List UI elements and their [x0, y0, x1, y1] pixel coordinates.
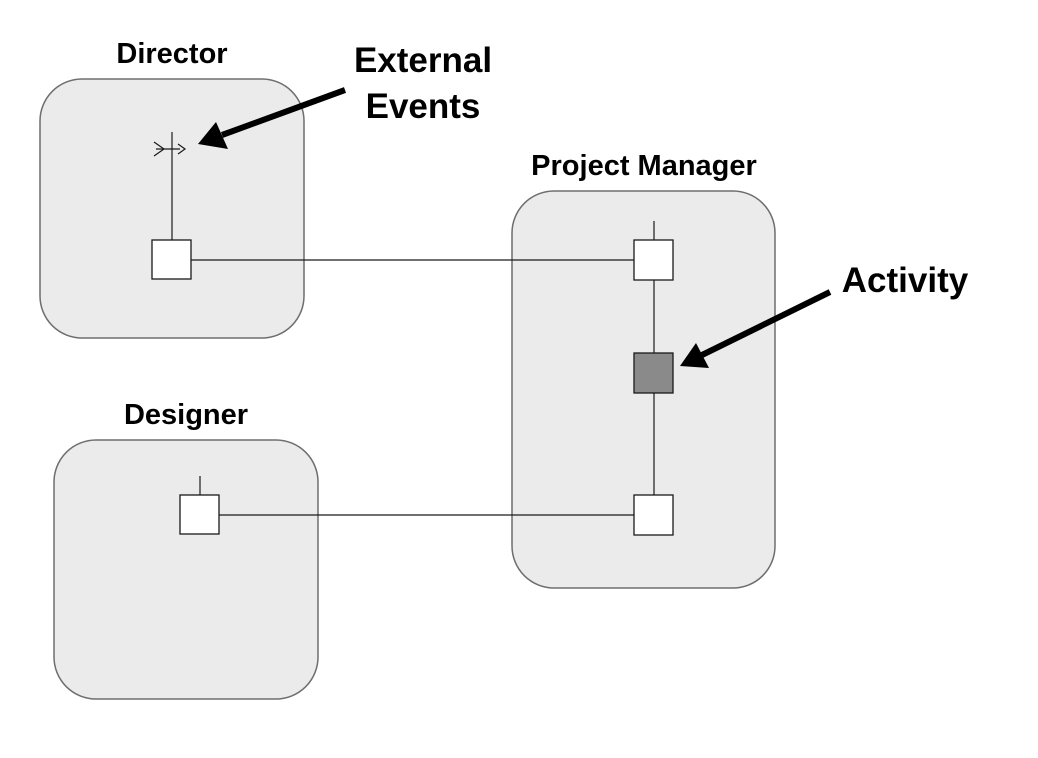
external-events-label-line2: Events — [366, 87, 481, 126]
activity-label: Activity — [842, 261, 969, 300]
director-label: Director — [116, 38, 227, 70]
pm-node-top — [633, 239, 674, 281]
activity-node — [633, 352, 674, 394]
external-events-arrow-icon — [198, 87, 347, 149]
project-manager-label: Project Manager — [531, 150, 757, 182]
external-event-marker-icon — [153, 141, 187, 157]
pm-node-bottom — [633, 494, 674, 536]
activity-arrow-icon — [680, 289, 832, 368]
designer-panel — [53, 439, 319, 700]
external-events-label: External — [354, 41, 492, 80]
designer-node — [179, 494, 220, 535]
director-node — [151, 239, 192, 280]
designer-label: Designer — [124, 399, 248, 431]
